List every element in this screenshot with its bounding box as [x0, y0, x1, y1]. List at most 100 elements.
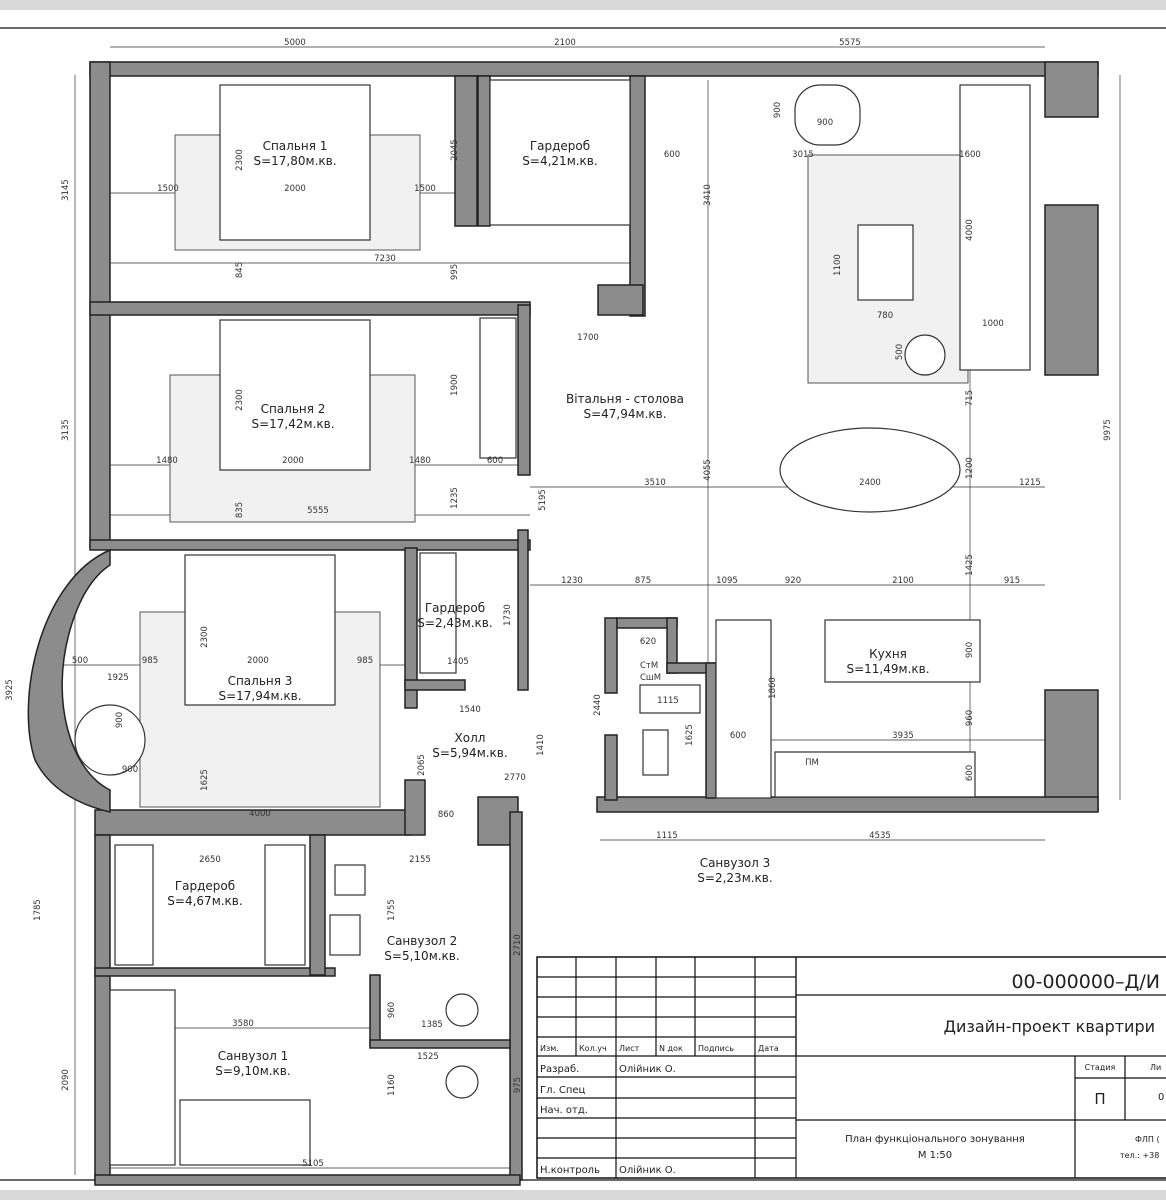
coffee-table: [857, 224, 914, 301]
wardrobe-rack: [479, 317, 517, 459]
room-labels: Спальня 1S=17,80м.кв.ГардеробS=4,21м.кв.…: [167, 139, 929, 1078]
dimension-label: 1925: [107, 673, 129, 683]
toilet: [334, 864, 366, 896]
table-header: Лист: [619, 1044, 640, 1053]
company: ФЛП (: [1135, 1135, 1160, 1144]
room-area: S=4,21м.кв.: [522, 154, 597, 168]
room-area: S=47,94м.кв.: [583, 407, 666, 421]
dimension-label: 1525: [417, 1052, 439, 1062]
dimension-label: 2045: [450, 139, 460, 161]
dimension-label: 5575: [839, 38, 861, 48]
dimension-label: 1600: [959, 150, 981, 160]
dimension-label: 2000: [284, 184, 306, 194]
dimension-label: 2000: [247, 656, 269, 666]
title-block: 00-000000–Д/И Дизайн-проект квартири Ста…: [536, 956, 1166, 1179]
dimension-label: 2100: [554, 38, 576, 48]
room-name: Гардероб: [175, 879, 235, 893]
room-name: Холл: [455, 731, 486, 745]
dimension-label: 500: [895, 344, 905, 360]
furniture: [74, 79, 1031, 1166]
dimension-label: 2770: [504, 773, 526, 783]
dimension-label: 5555: [307, 506, 329, 516]
dimension-label: 920: [785, 576, 801, 586]
room-area: S=11,49м.кв.: [846, 662, 929, 676]
room-area: S=17,80м.кв.: [253, 154, 336, 168]
dimension-label: 835: [235, 502, 245, 518]
sheet-top-band: [0, 0, 1166, 10]
toilet: [642, 729, 669, 776]
dimension-label: 3015: [792, 150, 814, 160]
room-name: Санвузол 1: [218, 1049, 289, 1063]
room-area: S=5,10м.кв.: [384, 949, 459, 963]
dimension-label: 620: [640, 637, 656, 647]
appliance-label: СшМ: [640, 673, 661, 683]
dimension-label: 1625: [200, 769, 210, 791]
dimension-label: 2650: [199, 855, 221, 865]
dimension-label: 1160: [387, 1074, 397, 1096]
room-area: S=17,94м.кв.: [218, 689, 301, 703]
signer-name: Олійник О.: [619, 1063, 676, 1075]
dimension-label: 600: [965, 765, 975, 781]
walls: [27, 61, 1099, 1186]
dimension-label: 5195: [538, 489, 548, 511]
appliance-label: ПМ: [805, 758, 819, 768]
room-name: Спальня 2: [261, 402, 326, 416]
dimension-label: 845: [235, 262, 245, 278]
dimension-label: 1755: [387, 899, 397, 921]
phone: тел.: +38: [1120, 1151, 1159, 1160]
dimension-label: 1230: [561, 576, 583, 586]
dimension-label: 915: [1004, 576, 1020, 586]
dimension-label: 860: [438, 810, 454, 820]
room-name: Спальня 1: [263, 139, 328, 153]
dimension-label: 600: [487, 456, 503, 466]
room-name: Гардероб: [530, 139, 590, 153]
room-name: Вітальня - столова: [566, 392, 684, 406]
dimension-label: 1115: [657, 696, 679, 706]
vanity: [179, 1099, 311, 1166]
dimension-label: 985: [357, 656, 373, 666]
bed-2: [219, 319, 371, 471]
signer-role: Разраб.: [540, 1064, 579, 1075]
bed-1: [219, 84, 371, 241]
room-area: S=17,42м.кв.: [251, 417, 334, 431]
dimension-label: 900: [965, 642, 975, 658]
dimension-label: 5105: [302, 1159, 324, 1169]
dimension-label: 3135: [61, 419, 71, 441]
bed-3: [184, 554, 336, 706]
dimension-label: 900: [773, 102, 783, 118]
armchair: [794, 84, 861, 146]
dimension-label: 875: [635, 576, 651, 586]
dimension-label: 1200: [965, 457, 975, 479]
scale: М 1:50: [918, 1150, 952, 1161]
dimension-label: 1095: [716, 576, 738, 586]
dimension-label: 1100: [833, 254, 843, 276]
dimension-label: 3510: [644, 478, 666, 488]
dimension-label: 715: [965, 390, 975, 406]
shower-drain: [445, 993, 479, 1027]
dimension-label: 2000: [282, 456, 304, 466]
wardrobe-rack: [114, 844, 154, 966]
signer-role: Нач. отд.: [540, 1105, 588, 1116]
dimension-label: 985: [142, 656, 158, 666]
dimension-label: 2090: [61, 1069, 71, 1091]
sheet-bottom-band: [0, 1190, 1166, 1200]
table-header: N док: [659, 1044, 683, 1053]
side-table: [904, 334, 946, 376]
dimension-label: 960: [387, 1002, 397, 1018]
sheet-label: Ли: [1150, 1063, 1161, 1072]
dimension-label: 2300: [200, 626, 210, 648]
dimension-label: 5000: [284, 38, 306, 48]
room-name: Кухня: [869, 647, 907, 661]
dimension-label: 1000: [982, 319, 1004, 329]
sofa: [959, 84, 1031, 371]
dimension-label: 9975: [1103, 419, 1113, 441]
stage-value: П: [1094, 1090, 1105, 1108]
wardrobe-rack: [264, 844, 306, 966]
room-area: S=5,94м.кв.: [432, 746, 507, 760]
room-name: Гардероб: [425, 601, 485, 615]
dimension-label: 900: [115, 712, 125, 728]
dimension-label: 600: [730, 731, 746, 741]
shower-drain: [445, 1065, 479, 1099]
dimension-label: 2065: [417, 754, 427, 776]
wardrobe-rack: [419, 552, 457, 674]
